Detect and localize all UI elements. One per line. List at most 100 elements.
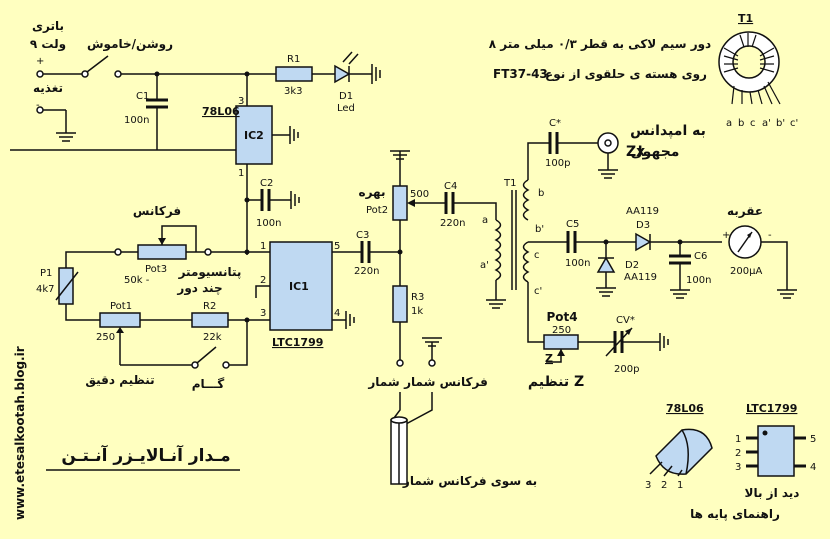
regulator-ic2 (235, 105, 273, 165)
c2-name: C2 (260, 178, 273, 189)
to92-pin-2: 2 (661, 480, 667, 491)
pot4-z: Z (545, 352, 553, 365)
c5-value: 100n (565, 258, 590, 269)
ground-symbol (777, 289, 797, 299)
sot23-pin-2: 2 (735, 448, 741, 459)
pot2-name: Pot2 (366, 205, 388, 216)
t1-label: T1 (738, 12, 753, 25)
p1-name: P1 (40, 268, 52, 279)
pinout-top-view: دید از بالا (745, 486, 800, 500)
d1-name: D1 (339, 91, 353, 102)
sot23-pin-5: 5 (810, 434, 816, 445)
z-adjust-label: تنظیم Z (528, 374, 584, 390)
to92-package-icon (649, 428, 713, 477)
sot23-pin-1: 1 (735, 434, 741, 445)
ic1-part: LTC1799 (272, 336, 323, 349)
potentiometer-pot1 (99, 312, 141, 328)
toroid-terminal-a-prime: a' (762, 118, 771, 129)
winding-note-line1: ۸ دور سیم لاکی به قطر ۰/۳ میلی متر (489, 37, 711, 52)
capacitor-c4 (444, 192, 455, 214)
d3-name: D3 (636, 220, 650, 231)
c3-value: 220n (354, 266, 379, 277)
ic1-pin1: 1 (260, 241, 266, 252)
pot4-name: Pot4 (546, 310, 577, 324)
pot1-value: 250 (96, 332, 115, 343)
d2-type: AA119 (624, 272, 657, 283)
d3-type: AA119 (626, 206, 659, 217)
coil-t1-label: T1 (503, 178, 516, 189)
coil-primary (494, 219, 502, 281)
r2-value: 22k (203, 332, 222, 343)
coil-c-prime: c' (534, 286, 542, 297)
circuit-title: مـدار آنـالایـزر آنـتـن (61, 444, 230, 466)
zx-label-2: مجهول (631, 144, 680, 160)
step-label: گـــام (192, 377, 225, 392)
pot3-value: 50k - (124, 275, 150, 286)
potentiometer-pot4 (543, 334, 579, 350)
d1-type: Led (337, 103, 355, 114)
capacitor-c5 (566, 231, 577, 253)
c6-value: 100n (686, 275, 711, 286)
bnc-connector-icon (597, 132, 619, 170)
to92-pin-3: 3 (645, 480, 651, 491)
zx-label-1: به امپدانس (630, 123, 706, 139)
ground-symbol (596, 287, 616, 297)
ground-symbol (289, 126, 299, 144)
ground-symbol (371, 64, 381, 84)
winding-note-line2: روی هسته ی حلقوی از نوع (545, 67, 707, 82)
meter-minus: - (768, 230, 772, 241)
p1-value: 4k7 (36, 284, 55, 295)
pot3-name: Pot3 (145, 264, 167, 275)
pinout-part-ltc1799: LTC1799 (746, 402, 797, 415)
c6-name: C6 (694, 251, 707, 262)
pot4-value: 250 (552, 325, 571, 336)
multiturn-label-1: پتانسیومتر (178, 265, 242, 280)
ic2-name: IC2 (244, 129, 264, 142)
c3-name: C3 (356, 230, 369, 241)
r3-name: R3 (411, 292, 424, 303)
capacitor-c2 (260, 189, 271, 211)
ground-symbol (345, 311, 355, 329)
c5-name: C5 (566, 219, 579, 230)
fine-tune-label: تنظیم دقیق (85, 373, 154, 387)
d2-name: D2 (625, 260, 639, 271)
counter-label-left: شمار (367, 375, 399, 389)
pot2-value: 500 (410, 189, 429, 200)
pinout-part-78l06: 78L06 (666, 402, 704, 415)
meter-title: عقربه (727, 204, 763, 218)
cv-name: CV* (616, 315, 635, 326)
zx-name: Zx (626, 144, 645, 160)
multiturn-label-2: چند دور (176, 281, 222, 296)
website-label: www.etesalkootah.blog.ir (13, 346, 27, 520)
ic2-part: 78L06 (202, 105, 240, 118)
sot23-package-icon (746, 425, 806, 477)
battery-plus: + (36, 56, 44, 67)
battery-minus-terminal (36, 106, 44, 114)
ground-symbol (598, 169, 618, 179)
ground-symbol (659, 333, 669, 351)
diode-d2-icon (596, 256, 616, 273)
battery-label: باتری (32, 19, 64, 33)
counter-direction-label: به سوی فرکانس شمار (402, 474, 537, 489)
to92-pin-1: 1 (677, 480, 683, 491)
battery-voltage: ۹ ولت (30, 37, 66, 52)
toroid-terminal-c-prime: c' (790, 118, 798, 129)
diode-d3-icon (635, 232, 652, 252)
c1-name: C1 (136, 91, 149, 102)
c2-value: 100n (256, 218, 281, 229)
microammeter-icon (728, 225, 762, 259)
cstar-value: 100p (545, 158, 570, 169)
battery-minus: - (36, 100, 40, 111)
coil-c: c (534, 250, 540, 261)
coil-a-prime: a' (480, 260, 489, 271)
toroid-core-icon (718, 31, 781, 105)
resistor-r3 (392, 285, 408, 323)
cstar-name: C* (549, 118, 561, 129)
frequency-label: فرکانس (133, 204, 181, 218)
ground-symbol (670, 289, 690, 299)
ic2-pin3: 3 (238, 96, 244, 107)
potentiometer-pot2 (392, 185, 408, 221)
toroid-terminal-c: c (750, 118, 756, 129)
r2-name: R2 (203, 301, 216, 312)
